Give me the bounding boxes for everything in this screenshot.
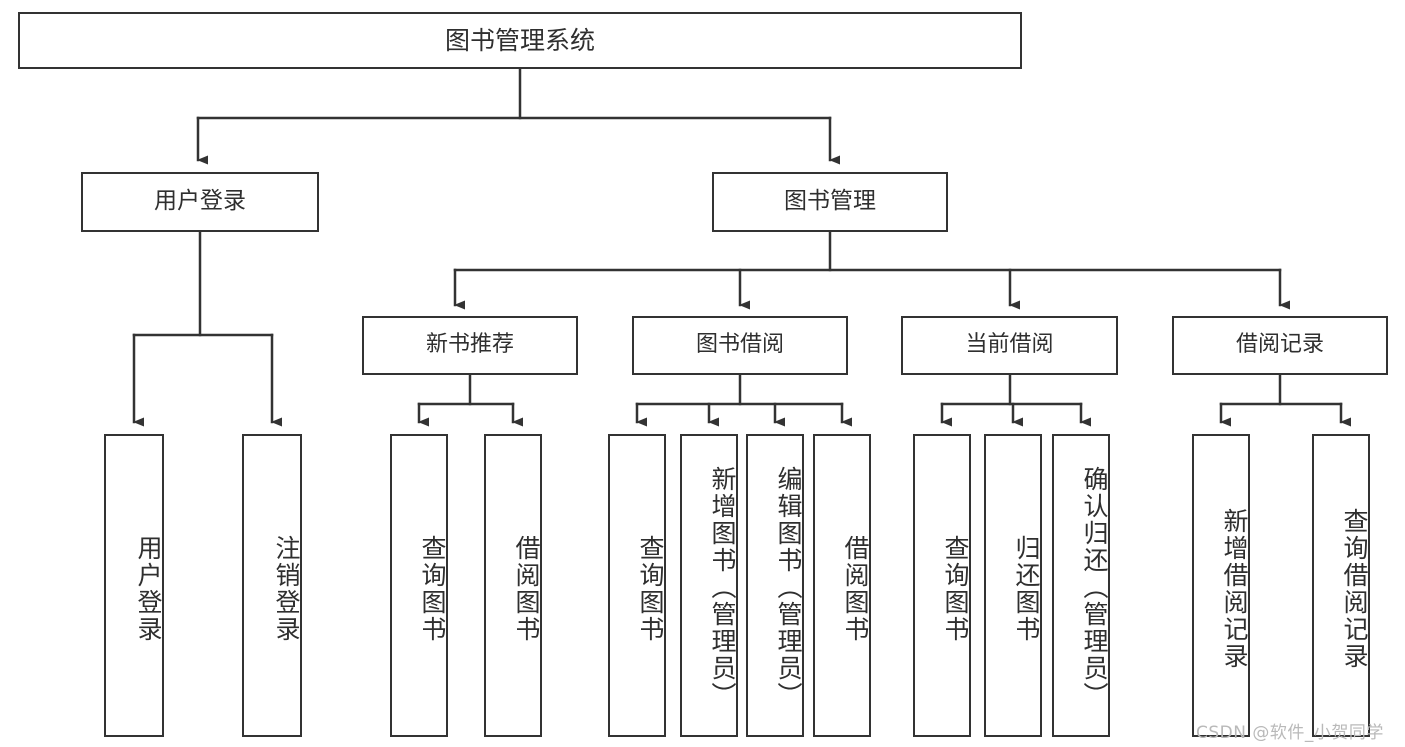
leaf-query-book-borrow[interactable]: 查询图书 bbox=[608, 434, 666, 737]
leaf-label: 新增图书（管理员） bbox=[708, 466, 737, 709]
leaf-query-book-new[interactable]: 查询图书 bbox=[390, 434, 448, 737]
leaf-add-borrow-record[interactable]: 新增借阅记录 bbox=[1192, 434, 1250, 737]
node-current-borrow-label: 当前借阅 bbox=[965, 332, 1054, 358]
leaf-label: 归还图书 bbox=[1012, 534, 1041, 643]
node-new-book-recommend[interactable]: 新书推荐 bbox=[362, 316, 578, 375]
node-book-management[interactable]: 图书管理 bbox=[712, 172, 948, 232]
leaf-query-borrow-record[interactable]: 查询借阅记录 bbox=[1312, 434, 1370, 737]
node-user-login[interactable]: 用户登录 bbox=[81, 172, 319, 232]
node-current-borrow[interactable]: 当前借阅 bbox=[901, 316, 1118, 375]
leaf-label: 查询借阅记录 bbox=[1340, 507, 1369, 670]
leaf-edit-book-admin[interactable]: 编辑图书（管理员） bbox=[746, 434, 804, 737]
leaf-query-book-current[interactable]: 查询图书 bbox=[913, 434, 971, 737]
leaf-add-book-admin[interactable]: 新增图书（管理员） bbox=[680, 434, 738, 737]
leaf-label: 借阅图书 bbox=[841, 534, 870, 643]
leaf-label: 查询图书 bbox=[418, 534, 447, 643]
leaf-label: 查询图书 bbox=[941, 534, 970, 643]
leaf-label: 注销登录 bbox=[272, 534, 301, 643]
node-borrow-records[interactable]: 借阅记录 bbox=[1172, 316, 1388, 375]
node-borrow-records-label: 借阅记录 bbox=[1235, 332, 1324, 358]
node-root[interactable]: 图书管理系统 bbox=[18, 12, 1022, 69]
leaf-label: 新增借阅记录 bbox=[1220, 507, 1249, 670]
node-user-login-label: 用户登录 bbox=[154, 188, 246, 215]
leaf-user-login[interactable]: 用户登录 bbox=[104, 434, 164, 737]
node-book-management-label: 图书管理 bbox=[784, 188, 876, 215]
leaf-label: 借阅图书 bbox=[512, 534, 541, 643]
leaf-borrow-book[interactable]: 借阅图书 bbox=[813, 434, 871, 737]
leaf-label: 确认归还（管理员） bbox=[1080, 466, 1109, 709]
leaf-label: 编辑图书（管理员） bbox=[774, 466, 803, 709]
node-book-borrow[interactable]: 图书借阅 bbox=[632, 316, 848, 375]
csdn-watermark: CSDN @软件_小贺同学 bbox=[1196, 723, 1384, 743]
leaf-borrow-book-new[interactable]: 借阅图书 bbox=[484, 434, 542, 737]
node-book-borrow-label: 图书借阅 bbox=[695, 332, 784, 358]
leaf-label: 用户登录 bbox=[134, 534, 163, 643]
leaf-confirm-return-admin[interactable]: 确认归还（管理员） bbox=[1052, 434, 1110, 737]
node-new-book-recommend-label: 新书推荐 bbox=[425, 332, 514, 358]
node-root-label: 图书管理系统 bbox=[444, 25, 595, 55]
leaf-user-logout[interactable]: 注销登录 bbox=[242, 434, 302, 737]
leaf-label: 查询图书 bbox=[636, 534, 665, 643]
leaf-return-book[interactable]: 归还图书 bbox=[984, 434, 1042, 737]
